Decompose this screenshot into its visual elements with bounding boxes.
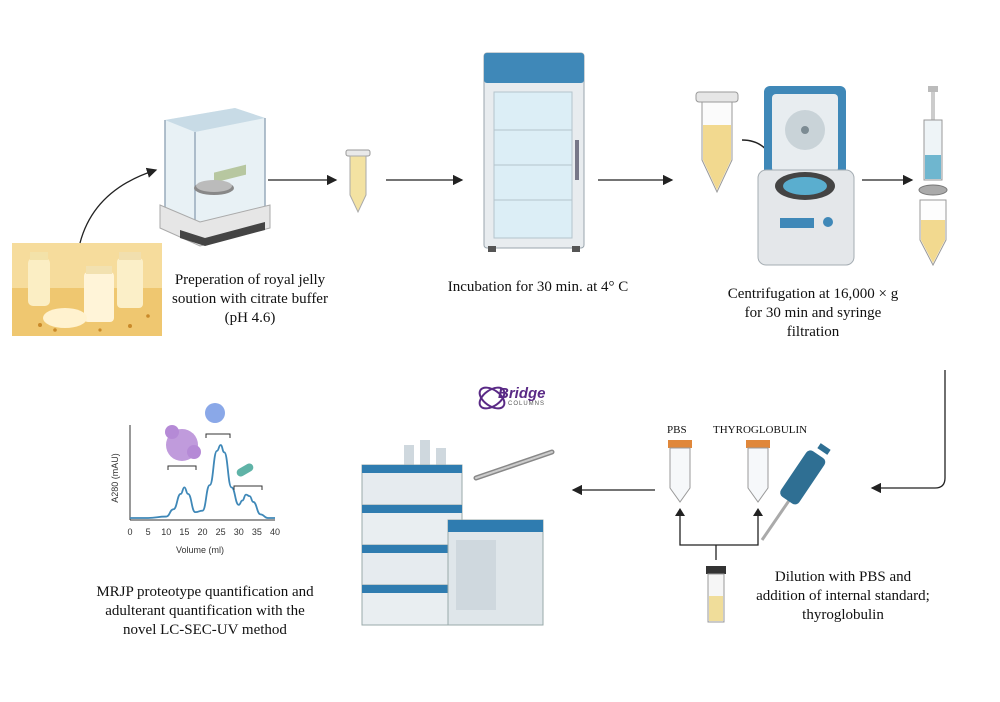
caption-step-2: Incubation for 30 min. at 4° C bbox=[447, 279, 629, 295]
hplc-system-icon bbox=[361, 440, 544, 626]
blue-protein-icon bbox=[205, 403, 225, 423]
adulterant-icon bbox=[236, 463, 254, 477]
small-tube-icon bbox=[345, 149, 371, 214]
x-tick-label-1: 5 bbox=[146, 527, 151, 537]
chromatogram-series-line bbox=[130, 444, 275, 519]
chart-ylabel: A280 (mAU) bbox=[110, 453, 120, 503]
pipette-icon bbox=[760, 443, 831, 541]
centrifuge-icon bbox=[757, 86, 855, 266]
x-tick-label-7: 35 bbox=[252, 527, 262, 537]
x-tick-label-5: 25 bbox=[216, 527, 226, 537]
xbridge-logo: Bridge COLUMNS bbox=[498, 386, 546, 407]
pbs-tube-icon bbox=[668, 440, 692, 503]
arrow-syringe-to-dilution bbox=[870, 370, 946, 494]
refrigerator-icon bbox=[483, 52, 585, 252]
sample-vial-icon bbox=[706, 566, 726, 623]
thyroglobulin-label: THYROGLOBULIN bbox=[713, 424, 808, 436]
xbridge-logo-icon bbox=[478, 386, 506, 410]
syringe-filter-icon bbox=[918, 86, 948, 267]
xbridge-logo-sub: COLUMNS bbox=[508, 401, 546, 407]
thyroglobulin-tube-icon bbox=[746, 440, 770, 503]
x-tick-label-8: 40 bbox=[270, 527, 280, 537]
analytical-balance-icon bbox=[159, 108, 271, 247]
arrows-branch-to-tubes bbox=[679, 514, 759, 560]
x-tick-label-3: 15 bbox=[179, 527, 189, 537]
royal-jelly-photo bbox=[12, 243, 162, 336]
protein-bracket bbox=[205, 433, 231, 438]
x-tick-label-2: 10 bbox=[161, 527, 171, 537]
adulterant-bracket bbox=[233, 485, 263, 490]
x-tick-label-0: 0 bbox=[127, 527, 132, 537]
x-tick-label-4: 20 bbox=[197, 527, 207, 537]
hplc-column-icon bbox=[473, 449, 555, 481]
conical-tube-icon bbox=[695, 91, 739, 194]
xbridge-logo-text: Bridge bbox=[498, 385, 546, 402]
chromatogram-chart: 0 5 10 15 20 25 30 35 40 Volume (ml) A280 (mAU) bbox=[110, 403, 280, 555]
arrow-photo-to-balance bbox=[79, 167, 158, 244]
pbs-label: PBS bbox=[667, 424, 687, 436]
chart-xlabel: Volume (ml) bbox=[176, 545, 224, 555]
x-tick-label-6: 30 bbox=[234, 527, 244, 537]
mrjp-bracket bbox=[167, 465, 197, 470]
